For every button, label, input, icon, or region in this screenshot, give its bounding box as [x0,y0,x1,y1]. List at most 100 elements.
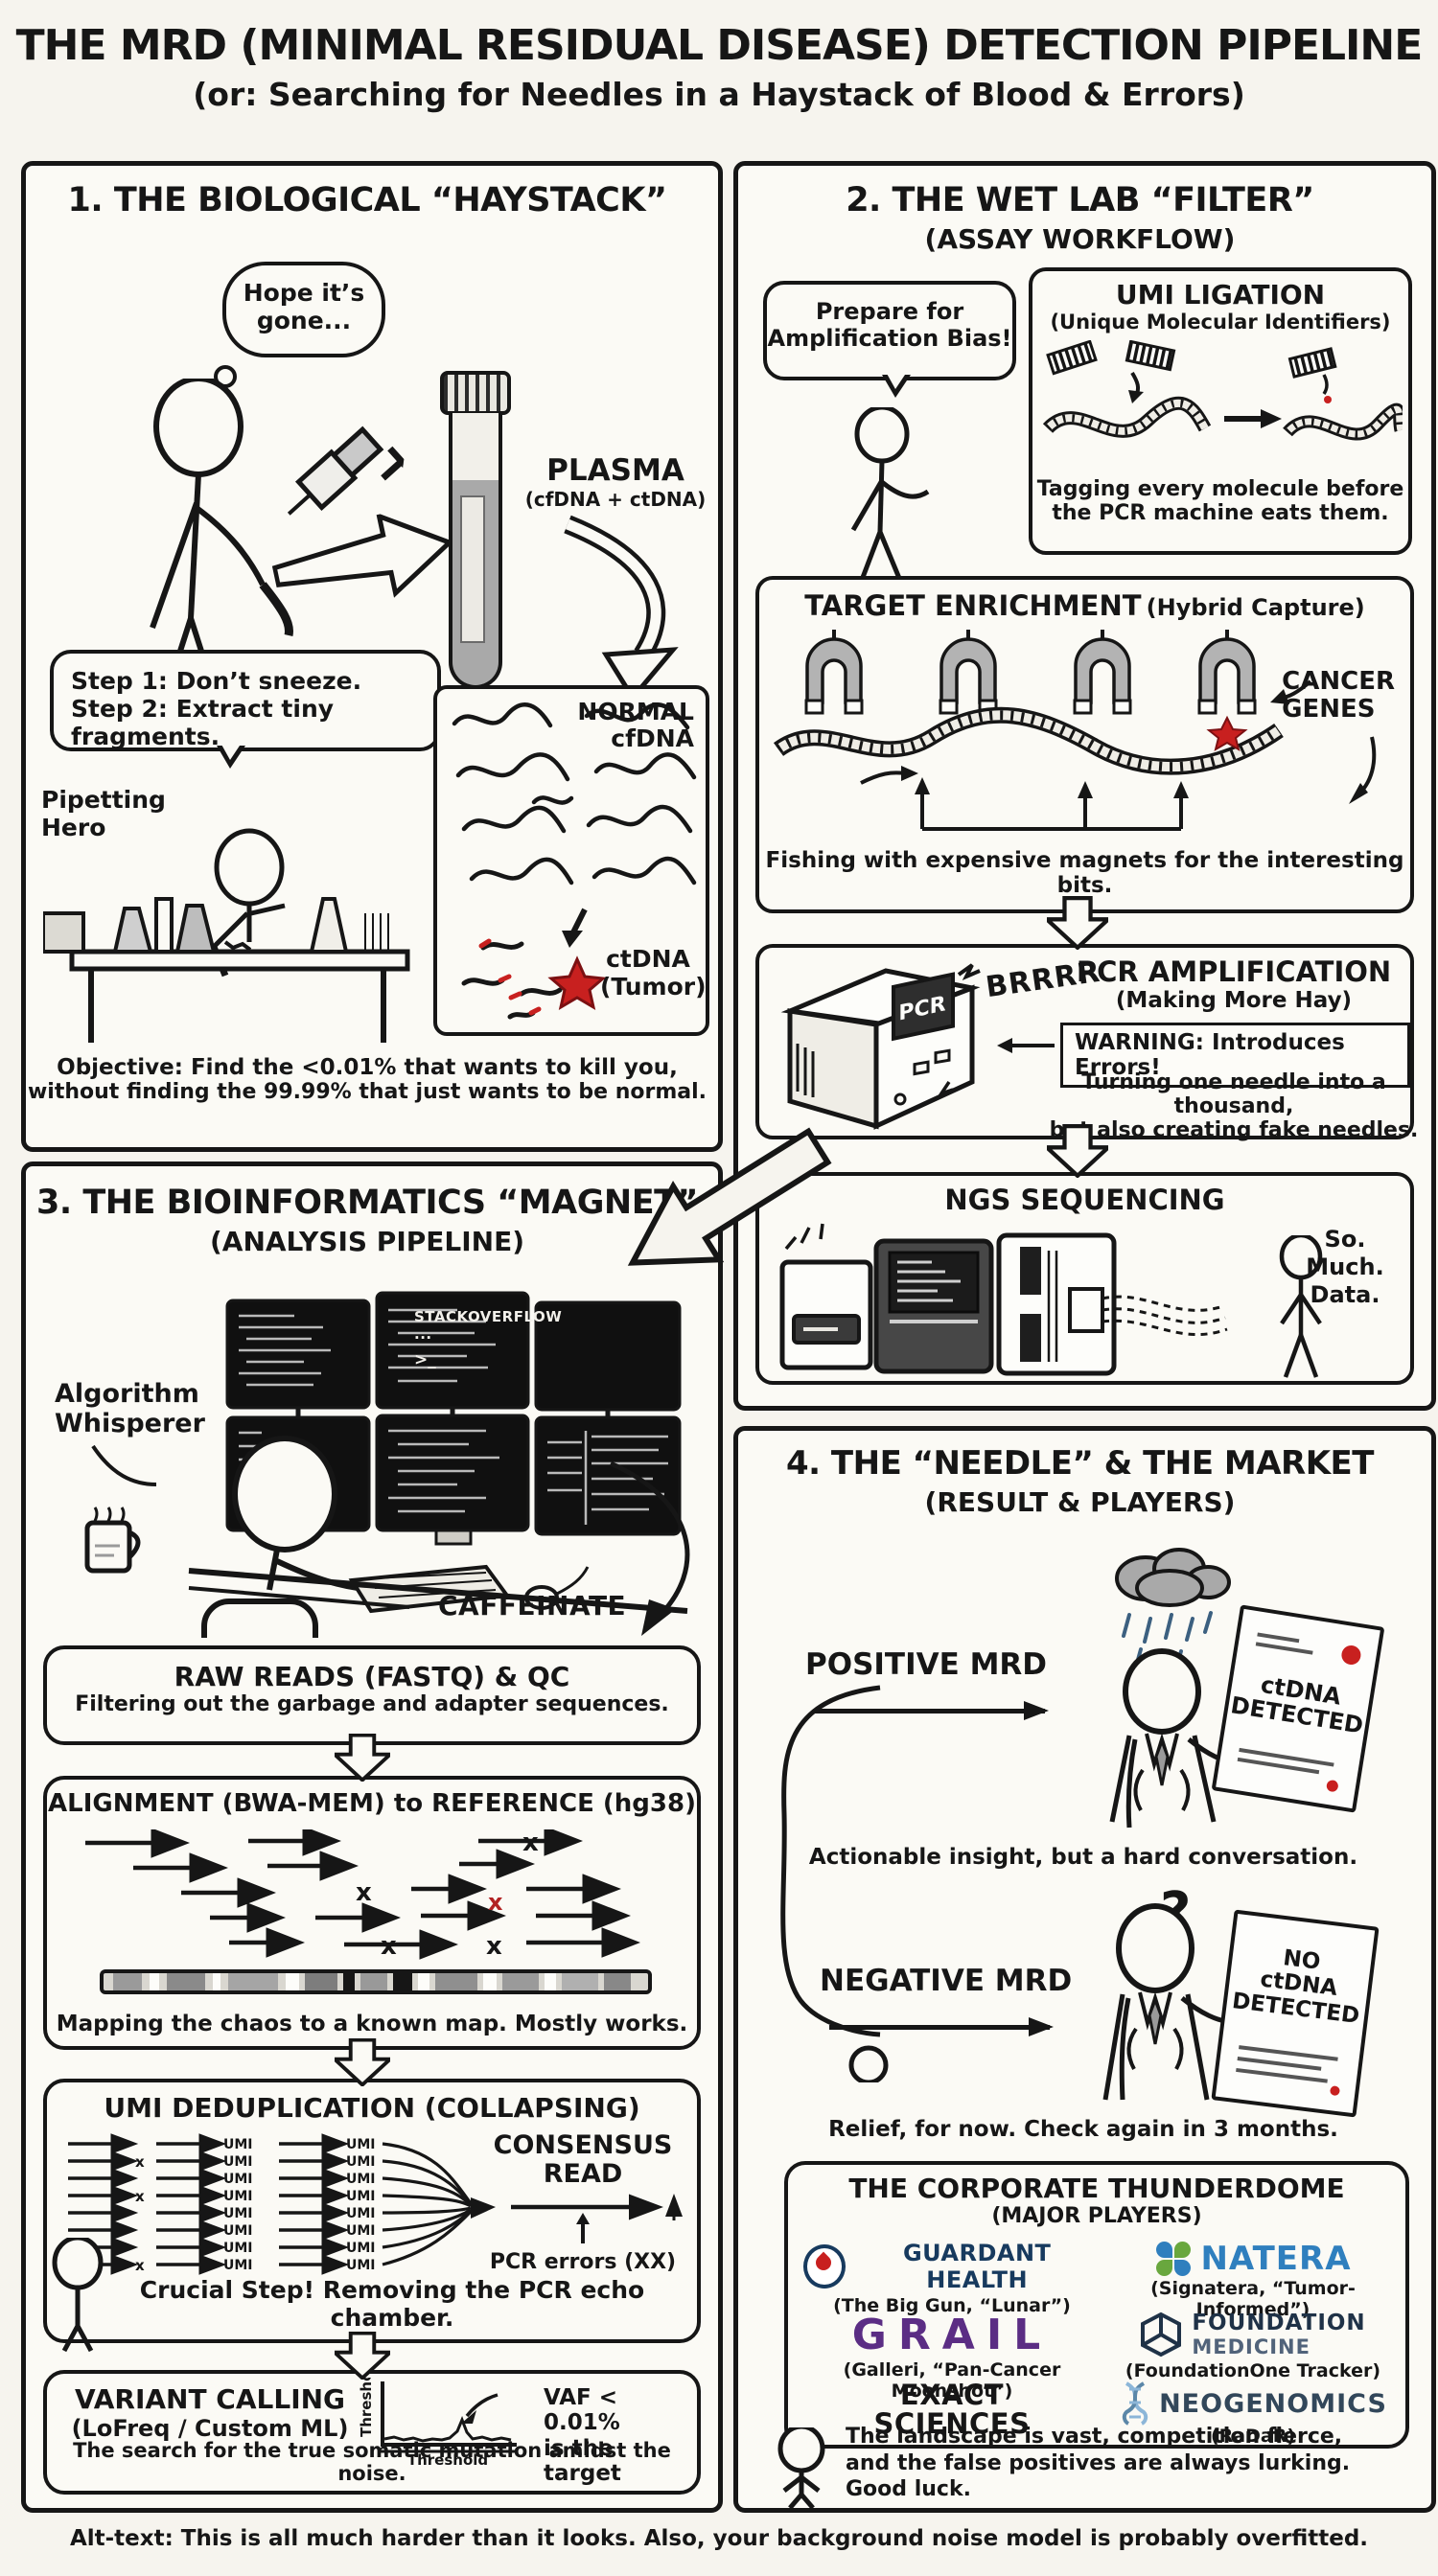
guardant-logo-icon [803,2244,847,2288]
cancer-star-icon [1206,715,1248,752]
desk-to-pipeline-arrow-icon [609,1460,690,1636]
tumor-star-icon [547,955,607,1011]
company-neogenomics: NEOGENOMICS (RaDaR) [1104,2381,1402,2447]
vaf-line1: VAF < 0.01% [544,2385,620,2436]
desk-scene: Algorithm Whisperer [26,1274,708,1638]
enrichment-paren: (Hybrid Capture) [1146,594,1365,621]
bubble-line2: Amplification Bias! [767,325,1012,352]
umi-tag: UMI [223,2258,253,2273]
raw-title: RAW READS (FASTQ) & QC [174,1661,570,1692]
closing-text: The landscape is vast, competition fierc… [846,2424,1402,2503]
dedup-x-1: x [135,2153,145,2171]
pcr-caption2: but also creating fake needles. [1049,1118,1419,1142]
stackoverflow-screen-label: STACKOVERFLOW ... >_ [414,1308,563,1369]
cfdna-box: NORMAL cfDNA [433,685,709,1036]
normal-line2: cfDNA [611,724,694,752]
algorithm-whisperer-label: Algorithm Whisperer [55,1379,205,1438]
mismatch-x-2: x [522,1829,539,1857]
amplification-speech-bubble: Prepare for Amplification Bias! [763,281,1016,398]
positive-arrow-icon [815,1701,1049,1720]
block-arrow-to-tube-icon [271,512,454,598]
test-tube-cap [440,371,511,415]
ngs-quote2: Data. [1310,1280,1380,1308]
mismatch-x-1: x [356,1878,372,1907]
mismatch-x-4: x [486,1932,502,1961]
data-stream-icon [1102,1295,1228,1337]
variant-subtitle: (LoFreq / Custom ML) [71,2415,349,2442]
pcr-titles: PCR AMPLIFICATION (Making More Hay) [1056,955,1411,1013]
variant-chart: Threshold Threshold [358,2378,517,2466]
neo-tagline: (RaDaR) [1210,2426,1296,2447]
natera-logo-icon [1154,2240,1193,2278]
cancer-arrow2-icon [1349,736,1377,804]
dome-subtitle: (MAJOR PLAYERS) [991,2204,1202,2228]
alignment-box: ALIGNMENT (BWA-MEM) to REFERENCE (hg38) … [43,1776,701,2050]
enrichment-title: TARGET ENRICHMENT [804,589,1142,622]
ctdna-line1: ctDNA [606,945,690,973]
negative-arrow-icon [829,2017,1054,2036]
report-red-dot [1340,1644,1362,1667]
ctdna-fragments [461,938,607,1020]
umi-ligation-box: UMI LIGATION (Unique Molecular Identifie… [1029,267,1412,555]
umi-subtitle: (Unique Molecular Identifiers) [1050,310,1391,334]
umi-dedup-box: UMI DEDUPLICATION (COLLAPSING) x x [43,2079,701,2353]
pcr-subtitle: (Making More Hay) [1115,988,1353,1013]
ngs-outlet [1068,1287,1104,1333]
raw-caption: Filtering out the garbage and adapter se… [75,1692,669,1716]
small-down-arrow-icon [562,908,588,948]
panel-wet-lab-filter: 2. THE WET LAB “FILTER” (ASSAY WORKFLOW)… [733,161,1436,1411]
ngs-quote1: So. Much. [1306,1226,1384,1280]
natera-tagline: (Signatera, “Tumor-Informed”) [1150,2278,1356,2320]
consensus-label-1: CONSENSUS [494,2132,673,2160]
analyst-head [232,1436,337,1552]
cancer-line2: GENES [1282,694,1376,724]
grail-name: GRAIL [851,2311,1053,2359]
pcr-amplification-box: PCR BRRRR PCR AMPLIFICATION (Making More… [755,944,1418,1142]
curved-arrow-down-icon [564,515,679,702]
connector-arrow-2-icon [1047,1124,1108,1178]
plasma-sub: (cfDNA + ctDNA) [524,488,707,511]
pcr-warning-box: WARNING: Introduces Errors! [1060,1023,1410,1088]
pcr-title: PCR AMPLIFICATION [1076,955,1392,988]
plasma-label: PLASMA (cfDNA + ctDNA) [524,453,707,511]
alignment-caption: Mapping the chaos to a known map. Mostly… [56,2012,688,2036]
connector-arrow-1-icon [1047,896,1108,950]
ctdna-label: ctDNA (Tumor) [600,945,707,1001]
fm-tagline: (FoundationOne Tracker) [1125,2360,1381,2381]
data-figure [1279,1235,1323,1378]
variant-calling-box: VARIANT CALLING (LoFreq / Custom ML) Thr… [43,2370,701,2495]
umi-tag: UMI [223,2137,253,2152]
company-foundation: FOUNDATION MEDICINE (FoundationOne Track… [1104,2311,1402,2381]
objective-line2: without finding the 99.99% that just wan… [27,1080,707,1104]
whisperer-line1: Algorithm [55,1379,199,1409]
rain-cloud-icon [1115,1548,1231,1607]
panel-needle-market: 4. THE “NEEDLE” & THE MARKET (RESULT & P… [733,1426,1436,2513]
coffee-mug-icon [84,1506,141,1574]
syringe-icon [287,426,411,516]
ctdna-line2: (Tumor) [600,972,707,1000]
umi-tag: UMI [223,2223,253,2239]
dedup-title: UMI DEDUPLICATION (COLLAPSING) [104,2092,640,2124]
magnet-icons [804,637,1257,715]
guardant-name: GUARDANT HEALTH [902,2240,1052,2293]
company-exact: EXACT SCIENCES [803,2380,1101,2440]
ngs-sequencing-box: NGS SEQUENCING [755,1172,1414,1385]
panel4-heading: 4. THE “NEEDLE” & THE MARKET [786,1444,1374,1483]
mismatch-x-red: x [488,1889,503,1916]
umi-tag: UMI [223,2189,253,2204]
exact-name2: SCIENCES [873,2406,1031,2440]
pcr-caption: Turning one needle into a thousand, but … [1047,1070,1421,1142]
cancer-arrow-icon [1270,679,1312,704]
neo-dna-icon [1122,2381,1148,2426]
thought-line2: gone... [256,307,352,334]
tube-highlight [460,495,485,643]
stackoverflow-text: STACKOVERFLOW ... [414,1308,563,1343]
lab-bench-scene [43,828,410,1043]
umi-title: UMI LIGATION [1115,279,1326,310]
pcr-machine-icon: PCR [780,963,981,1130]
vaf-annotation: VAF < 0.01% is the target [544,2385,697,2487]
stethoscope-icon [1133,1768,1191,1811]
umi-tag: UMI [223,2172,253,2187]
